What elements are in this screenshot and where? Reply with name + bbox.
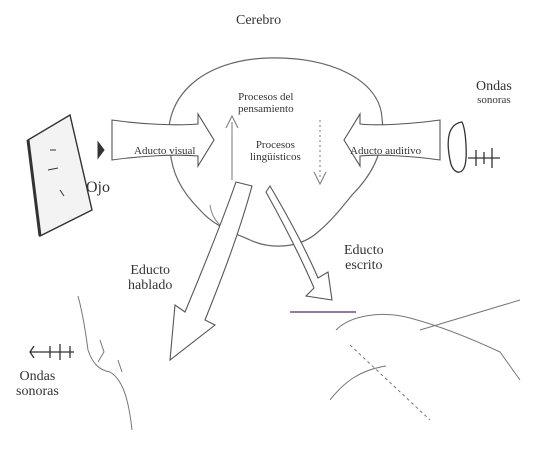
linguistic-processes-label: Procesos lingüísticos	[250, 140, 301, 163]
sound-waves-left-line-1: Ondas	[16, 370, 59, 385]
sound-waves-right-line-2: sonoras	[476, 95, 512, 107]
spoken-output-line-1: Educto	[128, 264, 172, 279]
open-book-icon	[28, 115, 92, 236]
sound-waves-right	[468, 148, 500, 168]
eye-icon	[98, 142, 104, 158]
mouth-profile-icon	[78, 296, 132, 430]
ear-icon	[448, 122, 466, 172]
aducto-auditivo-arrow	[344, 114, 440, 166]
sound-waves-left	[30, 344, 74, 360]
linguistic-processes-line-2: lingüísticos	[250, 152, 301, 164]
educto-escrito-arrow	[266, 186, 332, 300]
sound-waves-left-label: Ondas sonoras	[16, 370, 59, 399]
spoken-output-line-2: hablado	[128, 279, 172, 294]
spoken-output-label: Educto hablado	[128, 264, 172, 293]
sound-waves-left-line-2: sonoras	[16, 385, 59, 400]
written-output-line-2: escrito	[344, 259, 384, 274]
aducto-visual-arrow	[112, 114, 214, 166]
written-output-label: Educto escrito	[344, 244, 384, 273]
written-output-line-1: Educto	[344, 244, 384, 259]
sound-waves-right-line-1: Ondas	[476, 80, 512, 95]
visual-input-label: Aducto visual	[134, 146, 195, 158]
thought-processes-label: Procesos del pensamiento	[238, 92, 294, 115]
thought-processes-line-2: pensamiento	[238, 104, 294, 116]
eye-label: Ojo	[86, 180, 110, 197]
linguistic-processes-line-1: Procesos	[250, 140, 301, 152]
thought-processes-line-1: Procesos del	[238, 92, 294, 104]
sound-waves-right-label: Ondas sonoras	[476, 80, 512, 106]
writing-hand-icon	[330, 300, 520, 420]
auditory-input-label: Aducto auditivo	[350, 146, 421, 158]
brain-title: Cerebro	[236, 14, 281, 29]
